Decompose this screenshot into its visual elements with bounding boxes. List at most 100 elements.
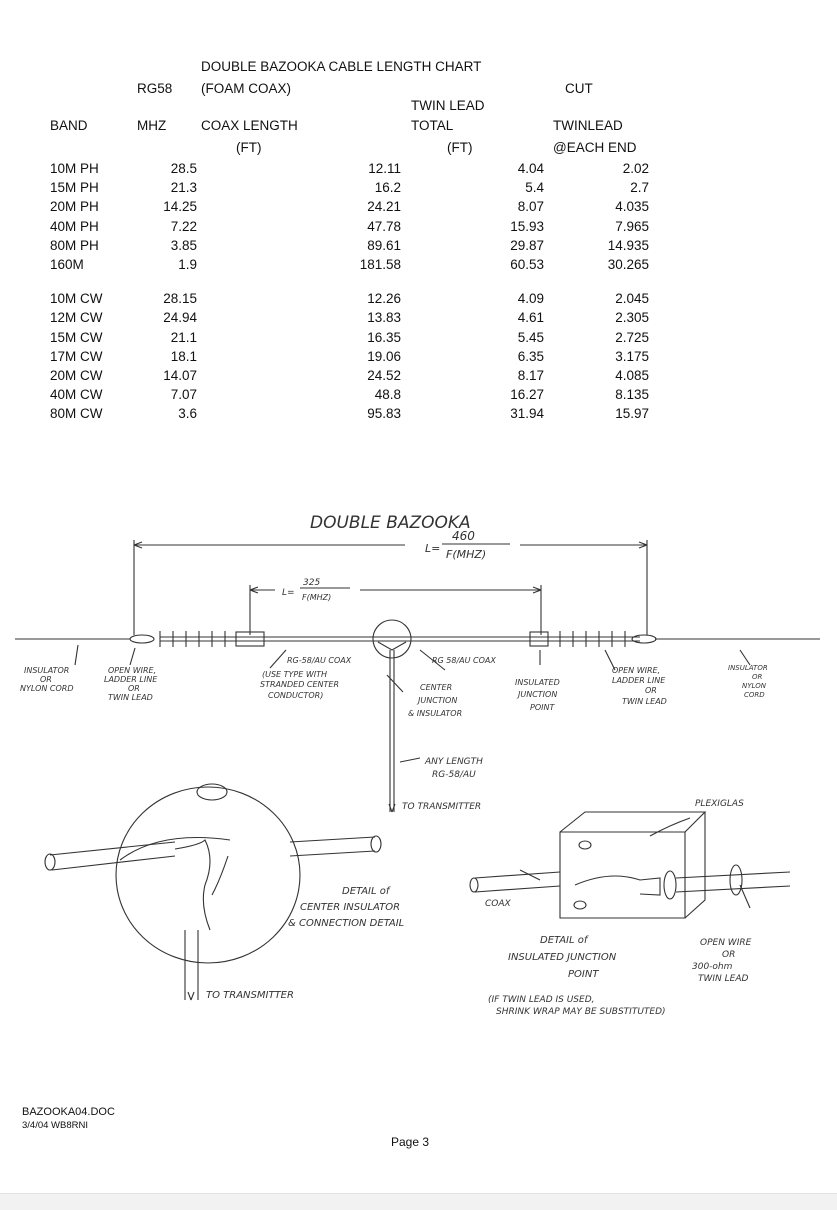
double-bazooka-diagram: DOUBLE BAZOOKA L= 460 F(MHZ) L= 325 F(MH… bbox=[15, 513, 820, 1017]
insulated-junction-3: POINT bbox=[530, 703, 555, 712]
open-wire-300-1: OPEN WIRE bbox=[700, 938, 752, 948]
cell-each-end: 8.135 bbox=[615, 387, 649, 402]
cell-mhz: 7.07 bbox=[170, 387, 197, 402]
cell-mhz: 14.25 bbox=[163, 199, 197, 214]
cell-band: 20M CW bbox=[50, 368, 103, 383]
header-coax-length: COAX LENGTH bbox=[201, 118, 298, 133]
cell-total: 31.94 bbox=[510, 406, 544, 421]
detail-junction-2: INSULATED JUNCTION bbox=[508, 952, 617, 963]
cell-total: 4.09 bbox=[517, 291, 544, 306]
insulator-right-3: NYLON bbox=[742, 682, 767, 690]
cell-coax-length: 24.21 bbox=[367, 199, 401, 214]
cell-each-end: 2.02 bbox=[622, 161, 649, 176]
cell-mhz: 3.85 bbox=[170, 238, 197, 253]
cell-band: 80M CW bbox=[50, 406, 103, 421]
cell-total: 5.4 bbox=[525, 180, 544, 195]
footer-filename: BAZOOKA04.DOC bbox=[22, 1106, 115, 1118]
rg58-left-label: RG-58/AU COAX bbox=[287, 656, 352, 665]
open-wire-300-2: OR bbox=[722, 950, 735, 960]
cell-each-end: 30.265 bbox=[607, 257, 649, 272]
cell-each-end: 4.085 bbox=[615, 368, 649, 383]
open-wire-left-4: TWIN LEAD bbox=[108, 693, 153, 702]
center-junction-2: JUNCTION bbox=[416, 696, 457, 705]
any-length-2: RG-58/AU bbox=[432, 770, 476, 780]
cell-coax-length: 16.35 bbox=[367, 330, 401, 345]
cell-coax-length: 89.61 bbox=[367, 238, 401, 253]
open-wire-300-3: 300-ohm bbox=[692, 962, 733, 972]
header-total: TOTAL bbox=[411, 118, 454, 133]
cell-band: 17M CW bbox=[50, 349, 103, 364]
cell-band: 160M bbox=[50, 257, 84, 272]
to-transmitter-2: TO TRANSMITTER bbox=[206, 990, 294, 1001]
header-ft-total: (FT) bbox=[447, 140, 473, 155]
cell-mhz: 1.9 bbox=[178, 257, 197, 272]
cell-total: 8.07 bbox=[517, 199, 544, 214]
cell-coax-length: 16.2 bbox=[374, 180, 401, 195]
cell-band: 15M PH bbox=[50, 180, 99, 195]
cell-mhz: 7.22 bbox=[170, 219, 197, 234]
cell-band: 12M CW bbox=[50, 310, 103, 325]
cell-total: 6.35 bbox=[517, 349, 544, 364]
cell-coax-length: 48.8 bbox=[374, 387, 401, 402]
footer-date: 3/4/04 WB8RNI bbox=[22, 1120, 88, 1131]
header-band: BAND bbox=[50, 118, 88, 133]
header-twin-lead: TWIN LEAD bbox=[411, 98, 485, 113]
use-type-3: CONDUCTOR) bbox=[268, 691, 323, 700]
cell-coax-length: 19.06 bbox=[367, 349, 401, 364]
cell-coax-length: 12.11 bbox=[368, 161, 401, 176]
cell-each-end: 2.725 bbox=[615, 330, 649, 345]
page-number: Page 3 bbox=[391, 1135, 430, 1149]
cell-coax-length: 13.83 bbox=[367, 310, 401, 325]
center-junction-3: & INSULATOR bbox=[408, 709, 462, 718]
detail-center-2: CENTER INSULATOR bbox=[300, 902, 400, 913]
insulator-left-2: OR bbox=[40, 675, 52, 684]
cell-total: 15.93 bbox=[510, 219, 544, 234]
open-wire-left-3: OR bbox=[128, 684, 140, 693]
plexiglas-label: PLEXIGLAS bbox=[695, 799, 744, 809]
cell-each-end: 2.305 bbox=[615, 310, 649, 325]
open-wire-left-1: OPEN WIRE, bbox=[108, 666, 156, 675]
cell-each-end: 2.7 bbox=[630, 180, 649, 195]
detail-center-1: DETAIL of bbox=[342, 886, 391, 897]
cell-mhz: 28.15 bbox=[163, 291, 197, 306]
cell-mhz: 28.5 bbox=[170, 161, 197, 176]
shrink-note-2: SHRINK WRAP MAY BE SUBSTITUTED) bbox=[496, 1007, 666, 1017]
cell-band: 80M PH bbox=[50, 238, 99, 253]
detail-junction-1: DETAIL of bbox=[540, 935, 589, 946]
header-rg58: RG58 bbox=[137, 81, 173, 96]
center-junction-1: CENTER bbox=[420, 683, 452, 692]
detail-junction-3: POINT bbox=[568, 969, 599, 980]
open-wire-right-3: OR bbox=[645, 686, 657, 695]
coax-label: COAX bbox=[485, 899, 512, 909]
cell-band: 20M PH bbox=[50, 199, 99, 214]
cell-each-end: 3.175 bbox=[615, 349, 649, 364]
cell-coax-length: 95.83 bbox=[367, 406, 401, 421]
open-wire-right-1: OPEN WIRE, bbox=[612, 666, 660, 675]
cell-total: 29.87 bbox=[510, 238, 544, 253]
cell-total: 4.04 bbox=[517, 161, 544, 176]
header-mhz: MHZ bbox=[137, 118, 167, 133]
cell-band: 10M CW bbox=[50, 291, 103, 306]
l325-prefix: L= bbox=[282, 588, 295, 598]
use-type-1: (USE TYPE WITH bbox=[262, 670, 327, 679]
insulator-right-2: OR bbox=[752, 673, 763, 681]
cell-each-end: 7.965 bbox=[615, 219, 649, 234]
cell-coax-length: 47.78 bbox=[367, 219, 401, 234]
cell-each-end: 15.97 bbox=[615, 406, 649, 421]
cell-band: 15M CW bbox=[50, 330, 103, 345]
cell-total: 4.61 bbox=[517, 310, 544, 325]
insulated-junction-2: JUNCTION bbox=[516, 690, 557, 699]
cell-each-end: 2.045 bbox=[615, 291, 649, 306]
any-length-1: ANY LENGTH bbox=[424, 757, 483, 767]
cell-coax-length: 181.58 bbox=[359, 257, 401, 272]
header-foam-coax: (FOAM COAX) bbox=[201, 81, 291, 96]
l460-den: F(MHZ) bbox=[446, 548, 486, 561]
cell-mhz: 24.94 bbox=[163, 310, 197, 325]
viewer-bottom-bar bbox=[0, 1193, 837, 1210]
cell-total: 5.45 bbox=[517, 330, 544, 345]
open-wire-right-4: TWIN LEAD bbox=[622, 697, 667, 706]
insulator-left-3: NYLON CORD bbox=[20, 684, 74, 693]
detail-center-3: & CONNECTION DETAIL bbox=[288, 918, 404, 929]
l325-den: F(MHZ) bbox=[302, 593, 331, 602]
